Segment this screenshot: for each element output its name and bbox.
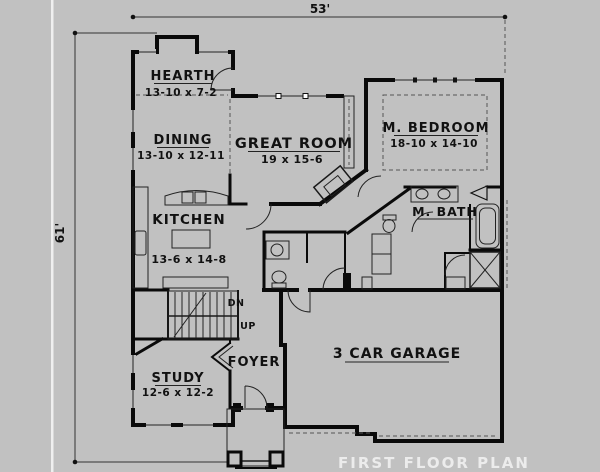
master-bath-fixtures <box>382 185 500 290</box>
label-m-bath: M. BATH <box>412 204 478 220</box>
kitchen-island <box>171 229 211 249</box>
m-bath-name: M. BATH <box>412 204 478 219</box>
label-kitchen: KITCHEN 13-6 x 14-8 <box>151 212 226 266</box>
stairs-down-label: DN <box>228 298 245 309</box>
plan-title: FIRST FLOOR PLAN <box>338 454 530 472</box>
dimension-height-label: 61' <box>53 223 67 243</box>
garage-name: 3 CAR GARAGE <box>333 346 461 362</box>
shower-door-marker <box>469 185 488 201</box>
dashed-lines <box>136 94 508 437</box>
study-name: STUDY <box>151 371 204 386</box>
porch-column-right <box>268 450 285 468</box>
cooktop <box>181 191 194 204</box>
powder-laundry-fixtures <box>265 233 392 290</box>
kitchen-sink <box>134 230 147 256</box>
dining-name: DINING <box>154 133 213 148</box>
label-study: STUDY 12-6 x 12-2 <box>142 371 214 399</box>
powder-sink <box>270 243 284 257</box>
kitchen-name: KITCHEN <box>152 212 225 228</box>
label-great-room: GREAT ROOM 19 x 15-6 <box>235 136 353 166</box>
stairs: DN UP <box>167 290 256 340</box>
hearth-name: HEARTH <box>151 69 216 84</box>
scan-line <box>51 0 54 472</box>
study-dims: 12-6 x 12-2 <box>142 387 214 399</box>
great-room-name: GREAT ROOM <box>235 136 353 152</box>
label-hearth: HEARTH 13-10 x 7-2 <box>145 69 217 99</box>
bathtub <box>475 203 500 249</box>
vanity-sink-left <box>415 188 429 200</box>
windows <box>130 49 475 428</box>
front-porch <box>226 408 285 469</box>
vanity-sink-right <box>437 188 451 200</box>
kitchen-fixtures <box>132 186 229 289</box>
dimension-width-label: 53' <box>310 2 330 16</box>
stairs-up-label: UP <box>240 321 256 332</box>
label-m-bedroom: M. BEDROOM 18-10 x 14-10 <box>382 121 489 150</box>
m-bedroom-dims: 18-10 x 14-10 <box>390 138 478 150</box>
label-foyer: FOYER <box>228 355 281 370</box>
porch-column-left <box>226 450 243 468</box>
door-arcs <box>210 67 488 409</box>
foyer-name: FOYER <box>228 355 281 370</box>
fireplace <box>312 164 354 204</box>
label-garage: 3 CAR GARAGE <box>333 346 461 363</box>
dimension-annotations: 53' 61' <box>53 2 508 465</box>
dining-dims: 13-10 x 12-11 <box>137 150 225 162</box>
kitchen-peninsula <box>164 190 229 206</box>
bath-vanity <box>410 185 459 203</box>
m-bedroom-name: M. BEDROOM <box>382 121 489 136</box>
room-labels: HEARTH 13-10 x 7-2 DINING 13-10 x 12-11 … <box>137 69 489 399</box>
hearth-dims: 13-10 x 7-2 <box>145 87 217 99</box>
label-dining: DINING 13-10 x 12-11 <box>137 133 225 162</box>
powder-toilet <box>271 270 287 284</box>
great-room-dims: 19 x 15-6 <box>261 153 323 166</box>
kitchen-dims: 13-6 x 14-8 <box>151 253 226 266</box>
interior-walls <box>130 95 504 410</box>
bath-toilet <box>382 219 396 233</box>
shower-base <box>445 276 466 290</box>
